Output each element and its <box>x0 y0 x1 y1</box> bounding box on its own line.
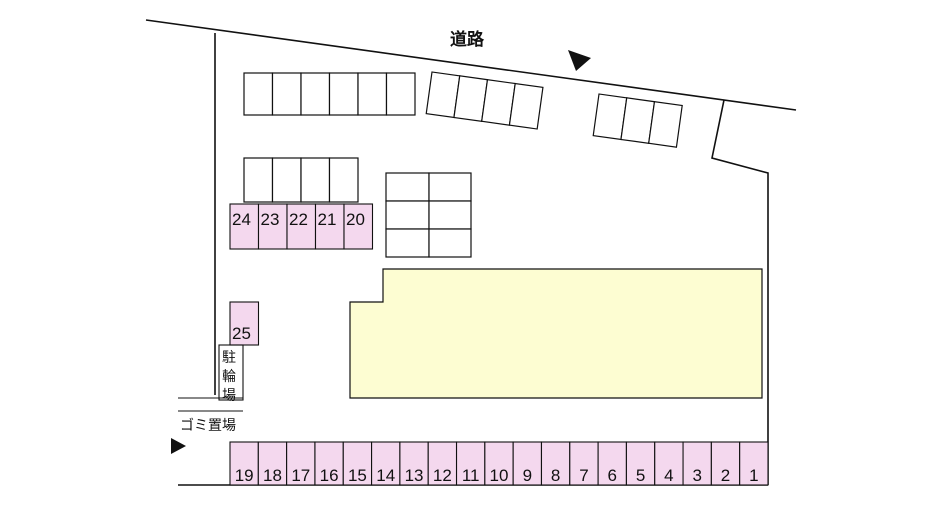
space-15 <box>342 441 373 486</box>
space-label-9: 9 <box>523 466 532 485</box>
space-4 <box>654 441 684 486</box>
bike-parking-label-char-3: 場 <box>222 388 236 404</box>
unnumbered-spaces-row-second <box>243 157 359 203</box>
space-label-10: 10 <box>490 466 509 485</box>
space-label-11: 11 <box>462 466 480 485</box>
space-7 <box>569 441 599 486</box>
space-label-7: 7 <box>579 466 588 485</box>
space-21 <box>314 203 345 250</box>
space-label-20: 20 <box>346 210 365 229</box>
entry-arrow-top-icon <box>568 50 591 71</box>
space-12 <box>427 441 458 486</box>
lot-boundary-right <box>711 99 769 485</box>
bike-parking-area <box>218 344 244 401</box>
space-label-15: 15 <box>348 466 367 485</box>
space-label-5: 5 <box>636 466 645 485</box>
space-label-12: 12 <box>433 466 452 485</box>
space-14 <box>371 441 401 486</box>
space-label-25: 25 <box>232 324 251 343</box>
space-label-2: 2 <box>721 466 730 485</box>
space-label-21: 21 <box>318 210 337 229</box>
space-6 <box>597 441 627 486</box>
space-label-18: 18 <box>263 466 282 485</box>
space-label-4: 4 <box>664 466 673 485</box>
space-22 <box>286 203 317 250</box>
space-label-1: 1 <box>749 466 758 485</box>
space-label-19: 19 <box>235 466 254 485</box>
unnumbered-spaces-tilted-three <box>592 93 683 148</box>
space-2 <box>710 441 741 486</box>
space-17 <box>286 441 316 486</box>
space-label-16: 16 <box>320 466 339 485</box>
space-label-23: 23 <box>261 210 280 229</box>
building <box>349 268 763 399</box>
space-10 <box>484 441 514 486</box>
unnumbered-spaces-grid-block <box>385 172 472 258</box>
space-1 <box>739 441 769 486</box>
space-label-24: 24 <box>232 210 251 229</box>
space-25 <box>229 301 260 346</box>
space-label-14: 14 <box>376 466 395 485</box>
space-11 <box>455 441 486 486</box>
space-8 <box>540 441 571 486</box>
numbered-spaces-upper: 24 23 22 21 20 <box>229 203 374 250</box>
space-label-6: 6 <box>608 466 617 485</box>
space-5 <box>625 441 656 486</box>
space-label-17: 17 <box>291 466 310 485</box>
road-edge-line <box>145 19 797 111</box>
unnumbered-spaces-tilted-four <box>425 71 544 130</box>
unnumbered-spaces-row-top <box>243 72 416 116</box>
space-label-3: 3 <box>692 466 701 485</box>
garbage-area-label: ゴミ置場 <box>180 417 236 434</box>
space-label-22: 22 <box>289 210 308 229</box>
space-label-13: 13 <box>405 466 424 485</box>
road-label: 道路 <box>450 29 485 50</box>
space-9 <box>512 441 543 486</box>
space-20 <box>343 203 374 250</box>
space-label-8: 8 <box>551 466 560 485</box>
entry-arrow-left-icon <box>171 438 186 454</box>
space-19 <box>229 441 259 486</box>
bike-parking-label-char-1: 駐 <box>222 350 236 366</box>
bike-parking-label-char-2: 輪 <box>222 368 236 385</box>
